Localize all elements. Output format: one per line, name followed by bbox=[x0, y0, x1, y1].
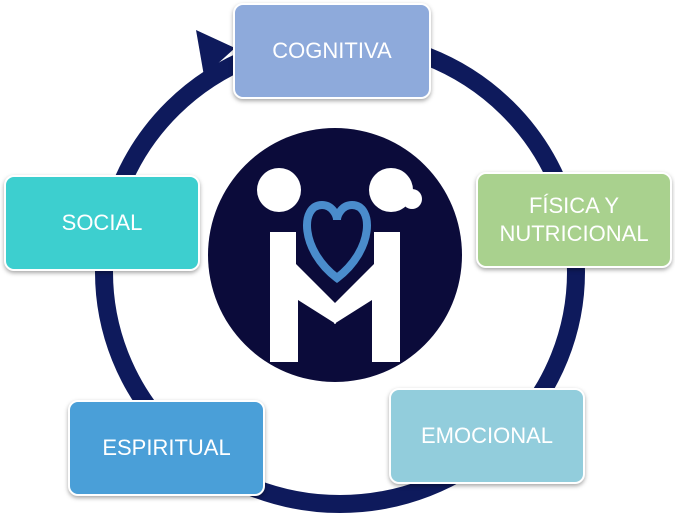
box-fisica-nutricional: FÍSICA Y NUTRICIONAL bbox=[476, 172, 672, 268]
logo bbox=[208, 128, 462, 382]
logo-hair-bun bbox=[402, 189, 422, 209]
box-label: COGNITIVA bbox=[272, 38, 392, 63]
box-label: ESPIRITUAL bbox=[102, 435, 231, 460]
box-label: FÍSICA Y NUTRICIONAL bbox=[499, 193, 649, 246]
cycle-arrowhead-icon bbox=[196, 30, 235, 76]
box-emocional: EMOCIONAL bbox=[389, 388, 585, 484]
box-label: SOCIAL bbox=[61, 210, 143, 235]
box-social: SOCIAL bbox=[4, 175, 200, 271]
logo-head-left bbox=[257, 168, 301, 212]
logo-head-right bbox=[369, 168, 413, 212]
heart-icon bbox=[303, 200, 371, 284]
box-label: EMOCIONAL bbox=[420, 423, 554, 448]
logo-person-left bbox=[270, 232, 336, 362]
logo-person-right bbox=[334, 232, 400, 362]
box-espiritual: ESPIRITUAL bbox=[68, 400, 265, 496]
logo-circle bbox=[208, 128, 462, 382]
box-cognitiva: COGNITIVA bbox=[233, 3, 431, 99]
